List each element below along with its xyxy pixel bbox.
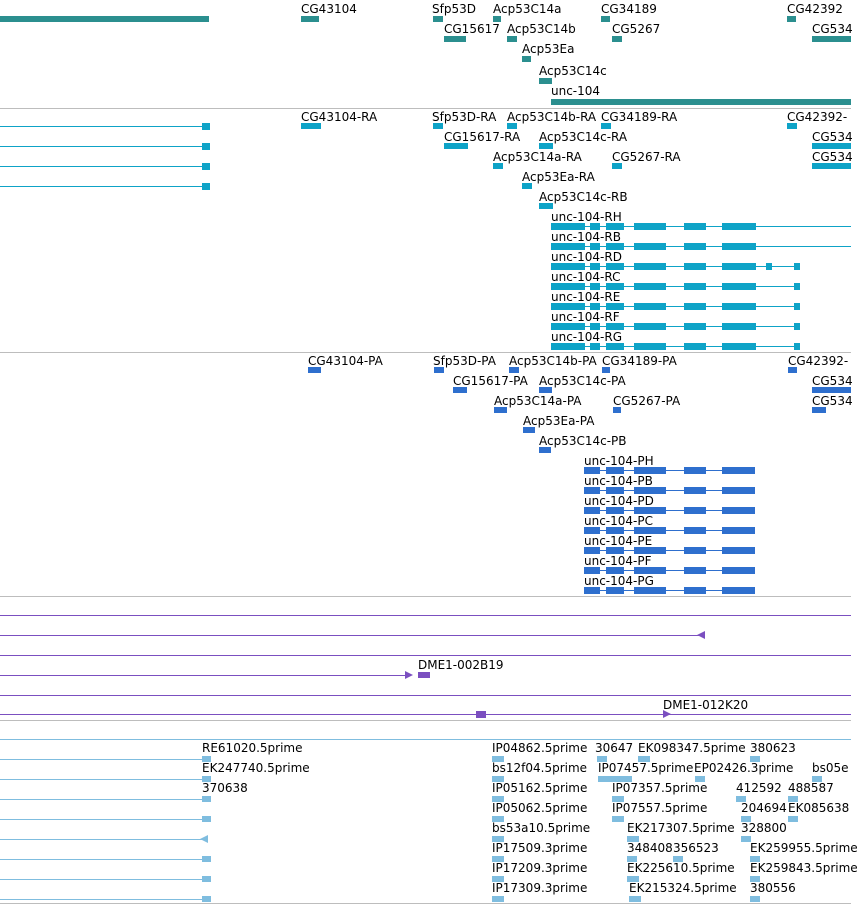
feature-label: CG534 bbox=[812, 394, 853, 408]
feature-label: CG5267-PA bbox=[613, 394, 681, 408]
feature-label: Sfp53D-RA bbox=[432, 110, 497, 124]
feature-label: IP17509.3prime bbox=[492, 841, 588, 855]
clone-track: DME1-002B19 DME1-012K20 bbox=[0, 597, 851, 720]
feature-label: RE61020.5prime bbox=[202, 741, 303, 755]
feature-label: CG15617 bbox=[444, 22, 500, 36]
feature-label: 488587 bbox=[788, 781, 834, 795]
feature-label: EK225610.5prime bbox=[627, 861, 735, 875]
feature-label: CG5267-RA bbox=[612, 150, 681, 164]
feature-label: CG42392- bbox=[787, 110, 848, 124]
feature-label: unc-104-PF bbox=[584, 554, 652, 568]
feature-label: Acp53C14c-PA bbox=[539, 374, 626, 388]
feature-label: unc-104-PC bbox=[584, 514, 653, 528]
feature-label: IP05062.5prime bbox=[492, 801, 588, 815]
feature-label: unc-104-PG bbox=[584, 574, 654, 588]
feature-label: unc-104-RC bbox=[551, 270, 621, 284]
feature-label: unc-104-RB bbox=[551, 230, 621, 244]
feature-label: Acp53C14c-RA bbox=[539, 130, 628, 144]
feature-label: CG15617-RA bbox=[444, 130, 521, 144]
gene-track: CG43104 Sfp53D Acp53C14a CG34189 CG42392… bbox=[0, 0, 853, 108]
feature-label: Acp53C14b-RA bbox=[507, 110, 597, 124]
track-separator bbox=[0, 352, 851, 353]
feature-label: unc-104-PE bbox=[584, 534, 653, 548]
feature-label: Acp53C14a-RA bbox=[493, 150, 582, 164]
feature-label: CG42392- bbox=[788, 354, 849, 368]
feature-label: DME1-012K20 bbox=[663, 698, 749, 712]
feature-label: Acp53Ea-PA bbox=[523, 414, 595, 428]
feature-label: CG15617-PA bbox=[453, 374, 528, 388]
feature-label: CG43104-PA bbox=[308, 354, 383, 368]
feature-label: unc-104-RG bbox=[551, 330, 623, 344]
feature-label: Sfp53D bbox=[432, 2, 476, 16]
feature-label: 348408 bbox=[627, 841, 673, 855]
feature-label: CG43104 bbox=[301, 2, 357, 16]
feature-label: Acp53C14b bbox=[507, 22, 576, 36]
feature-label: CG34189-RA bbox=[601, 110, 678, 124]
feature-label: CG534 bbox=[812, 374, 853, 388]
feature-label: Acp53Ea bbox=[522, 42, 575, 56]
protein-track: CG43104-PA Sfp53D-PA Acp53C14b-PA CG3418… bbox=[0, 353, 853, 596]
feature-label: 356523 bbox=[673, 841, 719, 855]
feature-label: Acp53C14c bbox=[539, 64, 607, 78]
track-separator bbox=[0, 596, 851, 597]
feature-label: unc-104-RD bbox=[551, 250, 622, 264]
feature-label: EK247740.5prime bbox=[202, 761, 310, 775]
feature-label: unc-104 bbox=[551, 84, 601, 98]
feature-label: EK098347.5prime bbox=[638, 741, 746, 755]
feature-label: EK085638 bbox=[788, 801, 850, 815]
mrna-track: CG43104-RA Sfp53D-RA Acp53C14b-RA CG3418… bbox=[0, 109, 853, 352]
feature-label: CG34189 bbox=[601, 2, 657, 16]
feature-label: bs12f04.5prime bbox=[492, 761, 588, 775]
feature-label: IP04862.5prime bbox=[492, 741, 588, 755]
feature-label: Acp53C14c-PB bbox=[539, 434, 627, 448]
feature-label: Acp53C14a bbox=[493, 2, 562, 16]
feature-label: CG42392 bbox=[787, 2, 843, 16]
feature-label: CG534 bbox=[812, 130, 853, 144]
feature-label: unc-104-PB bbox=[584, 474, 653, 488]
feature-label: Sfp53D-PA bbox=[433, 354, 496, 368]
feature-label: 412592 bbox=[736, 781, 782, 795]
feature-label: 30647 bbox=[595, 741, 634, 755]
feature-label: EK259955.5prime bbox=[750, 841, 858, 855]
feature-label: IP07357.5prime bbox=[612, 781, 708, 795]
feature-label: CG534 bbox=[812, 150, 853, 164]
feature-label: unc-104-RE bbox=[551, 290, 621, 304]
feature-label: 380623 bbox=[750, 741, 796, 755]
feature-label: IP17209.3prime bbox=[492, 861, 588, 875]
track-separator bbox=[0, 108, 851, 109]
feature-label: Acp53C14b-PA bbox=[509, 354, 597, 368]
feature-label: bs05e bbox=[812, 761, 849, 775]
feature-label: 328800 bbox=[741, 821, 787, 835]
feature-label: CG34189-PA bbox=[602, 354, 677, 368]
feature-label: IP07557.5prime bbox=[612, 801, 708, 815]
feature-label: EP02426.3prime bbox=[694, 761, 794, 775]
feature-label: Acp53C14a-PA bbox=[494, 394, 582, 408]
feature-label: unc-104-RH bbox=[551, 210, 622, 224]
est-track: RE61020.5prime IP04862.5prime 30647 EK09… bbox=[0, 721, 858, 904]
feature-label: EK259843.5prime bbox=[750, 861, 858, 875]
feature-label: unc-104-RF bbox=[551, 310, 620, 324]
feature-label: IP05162.5prime bbox=[492, 781, 588, 795]
feature-label: EK217307.5prime bbox=[627, 821, 735, 835]
feature-label: 380556 bbox=[750, 881, 796, 895]
track-separator bbox=[0, 720, 851, 721]
feature-label: DME1-002B19 bbox=[418, 658, 504, 672]
feature-label: IP07457.5prime bbox=[598, 761, 694, 775]
feature-label: CG43104-RA bbox=[301, 110, 378, 124]
feature-label: 204694 bbox=[741, 801, 787, 815]
feature-label: CG534 bbox=[812, 22, 853, 36]
feature-label: unc-104-PD bbox=[584, 494, 654, 508]
feature-label: EK215324.5prime bbox=[629, 881, 737, 895]
feature-label: Acp53Ea-RA bbox=[522, 170, 595, 184]
feature-label: Acp53C14c-RB bbox=[539, 190, 628, 204]
feature-label: bs53a10.5prime bbox=[492, 821, 591, 835]
feature-label: 370638 bbox=[202, 781, 248, 795]
feature-label: unc-104-PH bbox=[584, 454, 654, 468]
feature-label: CG5267 bbox=[612, 22, 661, 36]
feature-label: IP17309.3prime bbox=[492, 881, 588, 895]
